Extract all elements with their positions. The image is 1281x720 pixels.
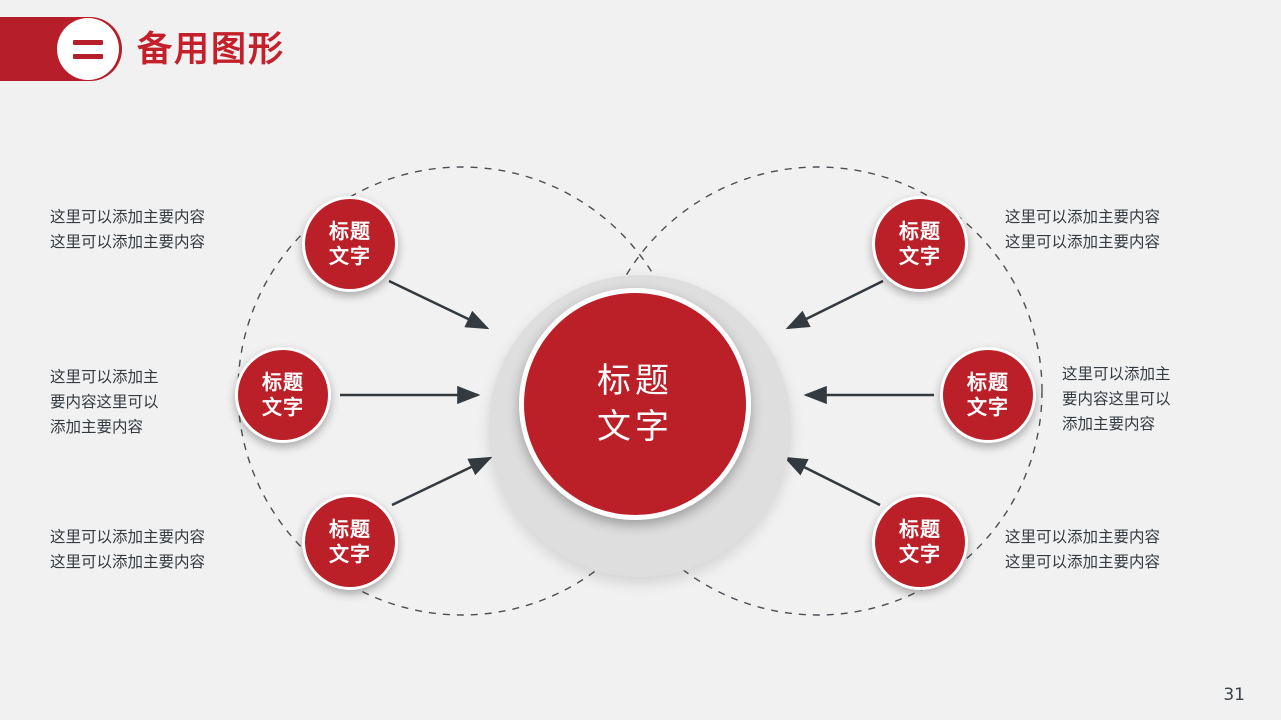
center-node-line-2: 文字 [597, 407, 673, 447]
node-bottom-left-line-2: 文字 [329, 542, 371, 566]
caption-middle-left: 这里可以添加主 要内容这里可以 添加主要内容 [50, 368, 159, 436]
caption-bottom-right: 这里可以添加主要内容 这里可以添加主要内容 [1005, 528, 1161, 571]
node-top-right-line-2: 文字 [899, 244, 941, 268]
node-top-right[interactable]: 标题 文字 [872, 196, 968, 292]
node-middle-right[interactable]: 标题 文字 [940, 347, 1036, 443]
node-bottom-right[interactable]: 标题 文字 [872, 494, 968, 590]
node-middle-right-line-1: 标题 [967, 370, 1009, 394]
node-bottom-left-line-1: 标题 [329, 517, 371, 541]
center-node[interactable]: 标题 文字 [519, 288, 751, 520]
header-index-badge [57, 18, 119, 80]
node-top-left-line-1: 标题 [329, 219, 371, 243]
arrow-top-left-to-center [388, 279, 490, 330]
arrow-bottom-left-to-center [391, 456, 493, 507]
arrow-top-right-to-center [785, 279, 884, 330]
arrow-bottom-right-to-center [783, 456, 881, 507]
caption-middle-right: 这里可以添加主 要内容这里可以 添加主要内容 [1062, 365, 1171, 433]
node-top-left-line-2: 文字 [329, 244, 371, 268]
node-bottom-left[interactable]: 标题 文字 [302, 494, 398, 590]
node-middle-left-line-1: 标题 [262, 370, 304, 394]
node-bottom-right-line-1: 标题 [899, 517, 941, 541]
caption-top-right: 这里可以添加主要内容 这里可以添加主要内容 [1005, 208, 1161, 251]
node-middle-right-line-2: 文字 [967, 395, 1009, 419]
node-middle-left[interactable]: 标题 文字 [235, 347, 331, 443]
caption-bottom-left: 这里可以添加主要内容 这里可以添加主要内容 [50, 528, 206, 571]
node-top-right-line-1: 标题 [899, 219, 941, 243]
node-top-left[interactable]: 标题 文字 [302, 196, 398, 292]
node-bottom-right-line-2: 文字 [899, 542, 941, 566]
caption-top-left: 这里可以添加主要内容 这里可以添加主要内容 [50, 208, 206, 251]
page-number: 31 [1223, 685, 1245, 705]
node-middle-left-line-2: 文字 [262, 395, 304, 419]
numeral-two-stroke-lower-icon [73, 53, 103, 59]
page-title: 备用图形 [137, 30, 286, 70]
center-node-line-1: 标题 [597, 361, 673, 401]
numeral-two-stroke-upper-icon [73, 39, 103, 45]
